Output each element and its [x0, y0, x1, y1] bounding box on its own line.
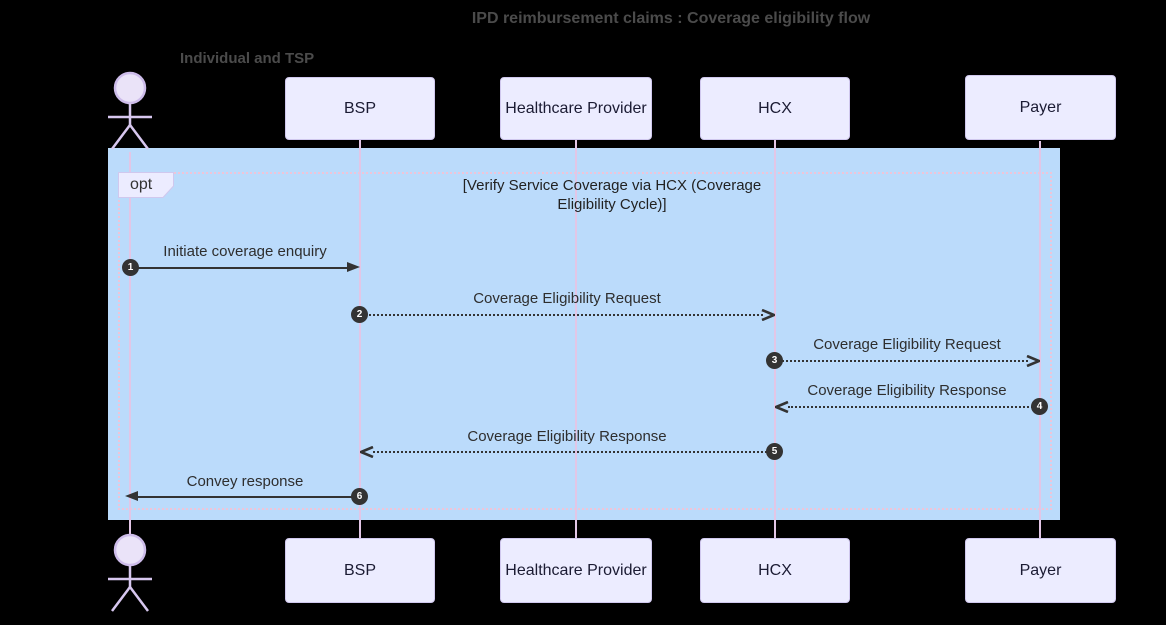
message-line — [775, 360, 1028, 362]
participant-box-hcx-bottom: HCX — [700, 538, 850, 603]
arrowhead-icon — [347, 262, 360, 272]
sequence-number-badge: 4 — [1031, 398, 1048, 415]
lifeline-individual — [129, 152, 131, 534]
arrowhead-icon — [775, 401, 789, 413]
sequence-number-badge: 5 — [766, 443, 783, 460]
participant-label: BSP — [343, 99, 376, 117]
participant-label: Payer — [1019, 98, 1062, 116]
sequence-number-badge: 2 — [351, 306, 368, 323]
lifeline-payer — [1039, 141, 1041, 538]
message-label: Coverage Eligibility Request — [813, 336, 1001, 353]
actor-label-individual: Individual and TSP — [180, 50, 315, 67]
opt-condition: [Verify Service Coverage via HCX (Covera… — [462, 177, 762, 213]
participant-label: HCX — [758, 561, 792, 579]
participant-label: Healthcare Provider — [505, 99, 647, 117]
message-label: Coverage Eligibility Request — [473, 290, 661, 307]
message-label: Coverage Eligibility Response — [807, 382, 1007, 399]
lifeline-bsp — [359, 140, 361, 538]
message-line — [137, 496, 360, 498]
message-label: Convey response — [186, 473, 304, 490]
opt-label-tab-icon — [118, 172, 174, 198]
opt-frame — [118, 172, 1052, 510]
participant-label: BSP — [343, 561, 376, 579]
arrowhead-icon — [761, 309, 775, 321]
message-label: Initiate coverage enquiry — [163, 243, 327, 260]
sequence-number-badge: 1 — [122, 259, 139, 276]
participant-box-healthcare-provider-bottom: Healthcare Provider — [500, 538, 652, 603]
diagram-title: IPD reimbursement claims : Coverage elig… — [471, 10, 871, 27]
message-line — [373, 451, 775, 453]
lifeline-hcx — [774, 140, 776, 538]
participant-label: Payer — [1019, 561, 1062, 579]
message-line — [788, 406, 1040, 408]
participant-box-payer-top: Payer — [965, 75, 1116, 140]
participant-label: HCX — [758, 99, 792, 117]
message-line — [360, 314, 763, 316]
participant-label: Healthcare Provider — [505, 561, 647, 579]
sequence-number-badge: 6 — [351, 488, 368, 505]
highlight-rect — [108, 148, 1060, 520]
person-actor-icon — [108, 533, 152, 612]
message-line — [131, 267, 348, 269]
participant-box-payer-bottom: Payer — [965, 538, 1116, 603]
sequence-number-badge: 3 — [766, 352, 783, 369]
opt-keyword: opt — [130, 176, 153, 193]
participant-box-bsp-bottom: BSP — [285, 538, 435, 603]
person-actor-icon — [108, 71, 152, 150]
message-label: Coverage Eligibility Response — [467, 428, 667, 445]
participant-box-healthcare-provider-top: Healthcare Provider — [500, 77, 652, 140]
participant-box-hcx-top: HCX — [700, 77, 850, 140]
lifeline-healthcare-provider — [575, 140, 577, 538]
arrowhead-icon — [360, 446, 374, 458]
participant-box-bsp-top: BSP — [285, 77, 435, 140]
arrowhead-icon — [125, 491, 138, 501]
arrowhead-icon — [1026, 355, 1040, 367]
